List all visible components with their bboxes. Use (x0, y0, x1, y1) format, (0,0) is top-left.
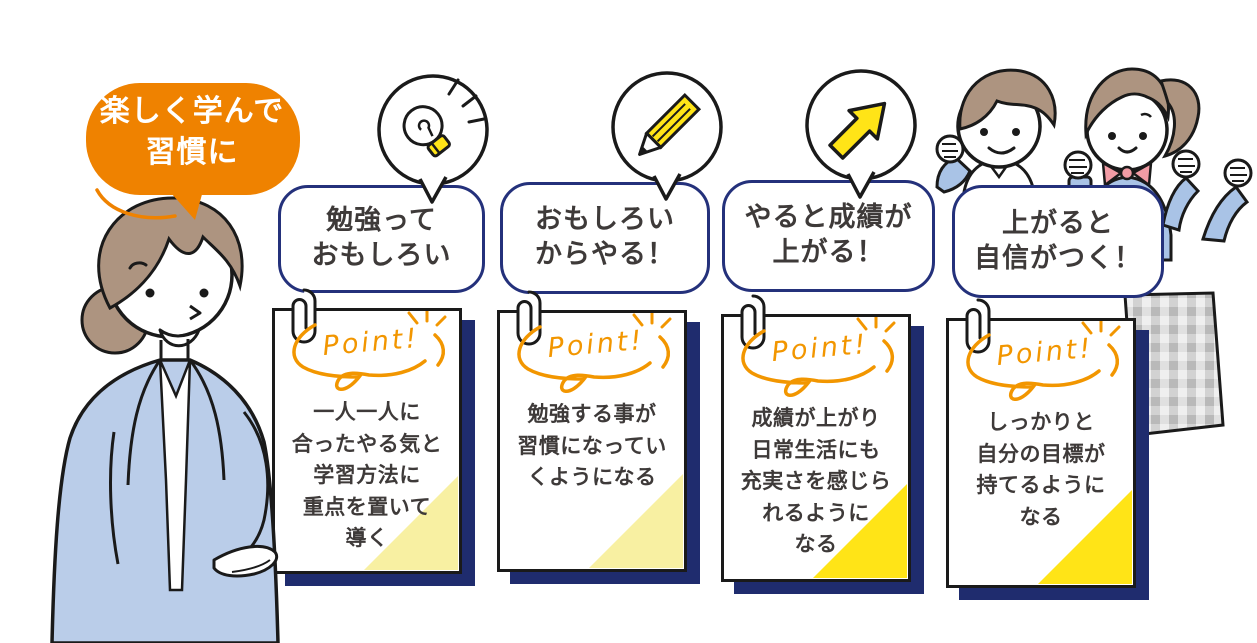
step4-note-text: しっかりと 自分の目標が 持てるように なる (949, 407, 1133, 533)
step3-speech-bubble: やると成績が 上がる！ (722, 180, 935, 292)
step1-speech-bubble: 勉強って おもしろい (278, 185, 485, 293)
text-line: れるように (762, 500, 870, 525)
text-line: 合ったやる気と (291, 431, 443, 456)
text-line: 自信がつく！ (974, 242, 1142, 274)
point-underline (517, 313, 672, 393)
text-line: なる (794, 532, 838, 556)
point-header: Point! (500, 313, 684, 399)
text-line: しっかりと (987, 410, 1095, 434)
step2-speech-bubble: おもしろい からやる！ (500, 182, 710, 294)
boy (935, 68, 1093, 202)
text-line: くようになる (527, 465, 657, 489)
step1-note-text: 一人一人に 合ったやる気と 学習方法に 重点を置いて 導く (275, 397, 459, 555)
text-line: からやる！ (535, 239, 675, 270)
text-line: 勉強する事が (527, 402, 657, 426)
text-line: 上がると (1002, 207, 1114, 239)
main-bubble-text: 楽しく学んで 習慣に (83, 92, 301, 173)
main-speech-bubble: 楽しく学んで 習慣に (83, 80, 305, 232)
point-header: Point! (275, 311, 459, 397)
text-line: 学習方法に (313, 463, 421, 487)
text-line: なる (1019, 504, 1063, 529)
text-line: 習慣になってい (517, 433, 667, 458)
text-line: 日常生活にも (751, 437, 881, 462)
text-line: 習慣に (145, 134, 239, 170)
pencil-icon (611, 71, 723, 201)
point-underline (966, 321, 1121, 401)
text-line: 持てるように (976, 473, 1106, 497)
step4-speech-bubble: 上がると 自信がつく！ (952, 185, 1164, 298)
point-header: Point! (949, 321, 1133, 407)
step2-note-card: Point! 勉強する事が 習慣になってい くようになる (497, 290, 687, 572)
text-line: 一人一人に (313, 400, 421, 424)
text-line: 自分の目標が (976, 441, 1106, 466)
teacher-illustration (50, 196, 280, 643)
up-arrow-icon (805, 69, 917, 199)
text-line: 重点を置いて (302, 494, 432, 519)
point-underline (292, 311, 447, 391)
step4-note-card: Point! しっかりと 自分の目標が 持てるように なる (946, 298, 1136, 588)
text-line: 上がる！ (772, 237, 885, 268)
point-header: Point! (724, 317, 908, 403)
main-bubble-shape (86, 83, 300, 220)
text-line: やると成績が (744, 202, 913, 234)
text-line: 充実さを感じら (740, 469, 892, 493)
text-line: 成績が上がり (751, 406, 881, 430)
step1-note-card: Point! 一人一人に 合ったやる気と 学習方法に 重点を置いて 導く (272, 288, 462, 574)
step3-note-card: Point! 成績が上がり 日常生活にも 充実さを感じら れるように なる (721, 294, 911, 582)
girl-skirt (1123, 291, 1225, 437)
step2-note-text: 勉強する事が 習慣になってい くようになる (500, 399, 684, 494)
text-line: 勉強って (326, 205, 437, 237)
text-line: おもしろい (535, 204, 675, 236)
step3-note-text: 成績が上がり 日常生活にも 充実さを感じら れるように なる (724, 403, 908, 561)
text-line: おもしろい (311, 240, 452, 271)
text-line: 楽しく学んで (99, 94, 285, 129)
point-underline (741, 317, 896, 397)
text-line: 導く (345, 526, 389, 550)
lightbulb-icon (377, 74, 489, 204)
